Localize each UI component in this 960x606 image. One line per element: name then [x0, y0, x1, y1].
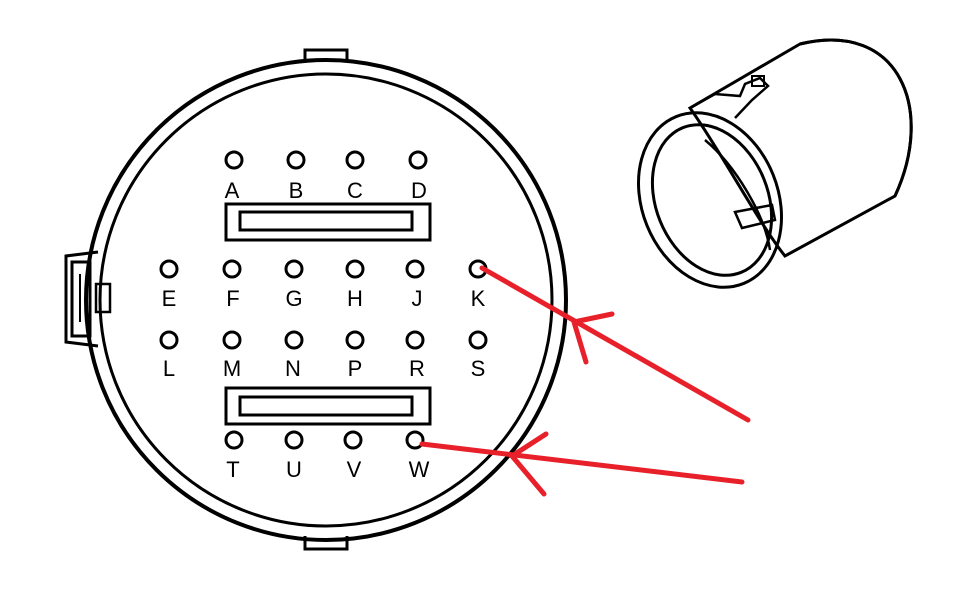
pin-T: T [224, 430, 244, 482]
pin-V: V [343, 430, 363, 482]
upper-key-slot [224, 202, 432, 242]
pin-r-hole [405, 330, 425, 350]
pin-D: D [408, 150, 428, 203]
pin-b-label: B [289, 178, 304, 203]
pin-P: P [345, 330, 365, 381]
pin-n-label: N [285, 356, 301, 381]
pin-e-label: E [162, 286, 177, 311]
top-locking-tab [303, 48, 349, 62]
pin-e-hole [159, 259, 179, 279]
pin-U: U [284, 430, 304, 482]
pin-c-hole [345, 150, 365, 170]
arrow-to-pin-w [419, 431, 745, 497]
pin-p-label: P [348, 356, 363, 381]
connector-face: A B C D E F G H [64, 48, 568, 551]
pin-g-label: G [285, 286, 302, 311]
pin-f-hole [222, 259, 242, 279]
pin-n-hole [284, 330, 304, 350]
pin-N: N [284, 330, 304, 381]
pin-w-label: W [409, 457, 430, 482]
lower-key-slot [224, 386, 432, 426]
pin-B: B [286, 150, 306, 203]
pin-s-hole [468, 330, 488, 350]
pin-p-hole [345, 330, 365, 350]
pin-b-hole [286, 150, 306, 170]
connector-outer-rim [84, 58, 568, 542]
pin-v-hole [343, 430, 363, 450]
pin-l-hole [159, 330, 179, 350]
pin-S: S [468, 330, 488, 381]
pin-v-label: V [347, 457, 362, 482]
pin-g-hole [284, 259, 304, 279]
pin-d-hole [408, 150, 428, 170]
pin-k-label: K [471, 286, 486, 311]
pin-E: E [159, 259, 179, 311]
pin-t-hole [224, 430, 244, 450]
pin-M: M [222, 330, 242, 381]
pin-u-hole [284, 430, 304, 450]
arrow-to-pin-k [479, 265, 751, 423]
bottom-locking-tab [303, 536, 349, 551]
pin-L: L [159, 330, 179, 381]
pin-j-hole [405, 259, 425, 279]
pin-m-hole [222, 330, 242, 350]
pin-H: H [345, 259, 365, 311]
pin-c-label: C [347, 178, 363, 203]
pin-u-label: U [286, 457, 302, 482]
pin-r-label: R [409, 356, 425, 381]
connector-sleeve [637, 38, 913, 289]
pin-J: J [405, 259, 425, 311]
pin-j-label: J [412, 286, 423, 311]
pin-d-label: D [411, 178, 427, 203]
pin-C: C [345, 150, 365, 203]
pin-t-label: T [226, 457, 239, 482]
connector-inner-face [98, 72, 554, 528]
side-latch [64, 250, 112, 348]
pin-a-hole [224, 150, 244, 170]
pin-F: F [222, 259, 242, 311]
pin-m-label: M [223, 356, 241, 381]
pin-R: R [405, 330, 425, 381]
pin-w-hole [405, 430, 425, 450]
pin-h-label: H [347, 286, 363, 311]
pin-s-label: S [471, 356, 486, 381]
pin-G: G [284, 259, 304, 311]
pin-l-label: L [163, 356, 175, 381]
pin-h-hole [345, 259, 365, 279]
pin-a-label: A [225, 178, 240, 203]
pin-f-label: F [226, 286, 239, 311]
pin-W: W [405, 430, 430, 482]
pin-A: A [224, 150, 244, 203]
